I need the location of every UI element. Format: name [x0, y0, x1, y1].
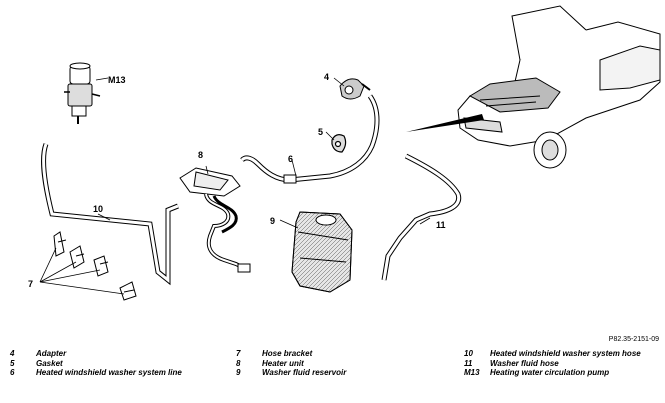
callout-4: 4 — [324, 72, 329, 82]
legend-text: Hose bracket — [262, 349, 313, 358]
legend-number: 11 — [464, 358, 473, 368]
washer-line-part-6 — [240, 94, 380, 184]
legend-item: M13 Heating water circulation pump — [464, 368, 654, 378]
callout-7: 7 — [28, 279, 33, 289]
callout-11: 11 — [436, 220, 446, 230]
legend-column: 10 Heated windshield washer system hose 1… — [464, 349, 654, 378]
legend-item: 10 Heated windshield washer system hose — [464, 349, 654, 359]
legend-number: 6 — [10, 368, 15, 377]
vehicle-illustration — [457, 5, 661, 169]
callout-8: 8 — [198, 150, 203, 160]
legend-column: 4 Adapter 5 Gasket 6 Heated windshield wash… — [10, 349, 220, 378]
callout-6: 6 — [288, 154, 293, 164]
legend-column: 7 Hose bracket 8 Heater unit 9 Washer fluid… — [236, 349, 436, 378]
legend-item: 7 Hose bracket — [236, 349, 436, 359]
vehicle-pointer-wedge — [406, 114, 484, 132]
washer-fluid-hose-part-11 — [381, 153, 462, 281]
parts-diagram: M13 4 5 6 7 8 9 10 11 — [28, 5, 661, 301]
washer-reservoir-part-9 — [291, 211, 353, 293]
heated-hose-part-10 — [41, 143, 179, 286]
legend-text: Gasket — [36, 358, 63, 368]
legend-text: Washer fluid reservoir — [262, 368, 347, 377]
callout-m13: M13 — [108, 75, 126, 85]
legend-text: Adapter — [36, 349, 67, 358]
legend-text: Heater unit — [262, 358, 304, 368]
circulation-pump-m13 — [64, 62, 101, 124]
legend-text: Heated windshield washer system line — [36, 368, 182, 377]
legend-item: 4 Adapter — [10, 349, 220, 359]
callout-9: 9 — [270, 216, 275, 226]
legend-number: 4 — [10, 349, 15, 358]
adapter-part-4 — [339, 78, 371, 100]
callout-5: 5 — [318, 127, 323, 137]
legend-number: 5 — [10, 358, 15, 368]
legend-number: M13 — [464, 368, 480, 377]
legend-text: Heating water circulation pump — [490, 368, 610, 377]
legend-number: 8 — [236, 358, 241, 368]
legend-number: 9 — [236, 368, 241, 377]
legend-item: 8 Heater unit — [236, 359, 436, 369]
legend-item: 9 Washer fluid reservoir — [236, 368, 436, 378]
legend-text: Heated windshield washer system hose — [490, 349, 641, 358]
heater-unit-part-8 — [179, 167, 251, 273]
callout-10: 10 — [93, 204, 103, 214]
figure-reference: P82.35-2151-09 — [608, 336, 659, 343]
legend-text: Washer fluid hose — [490, 358, 559, 368]
legend-item: 6 Heated windshield washer system line — [10, 368, 220, 378]
legend-item: 5 Gasket — [10, 359, 220, 369]
legend-number: 10 — [464, 349, 473, 358]
gasket-part-5 — [331, 134, 347, 153]
legend-number: 7 — [236, 349, 241, 358]
legend-item: 11 Washer fluid hose — [464, 359, 654, 369]
leader-lines — [39, 77, 431, 295]
